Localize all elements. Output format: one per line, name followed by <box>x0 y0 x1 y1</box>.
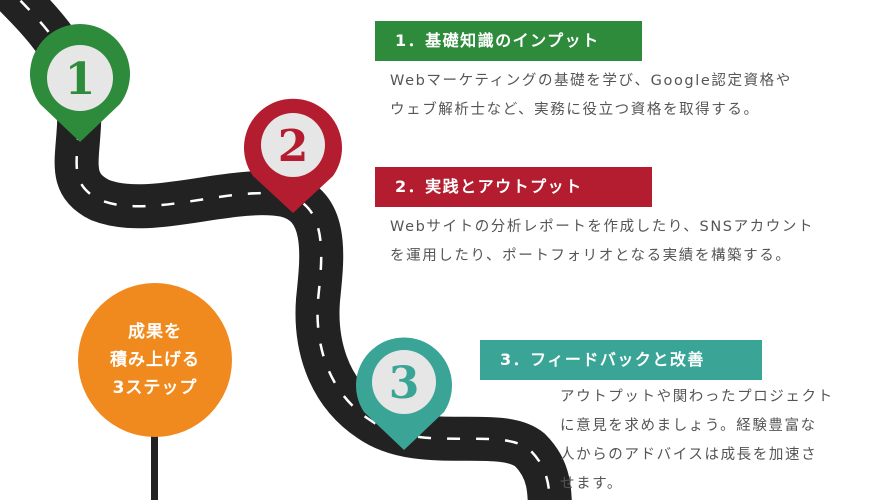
pin-1: 1 <box>29 23 131 143</box>
goal-sign-post <box>151 420 158 500</box>
goal-sign: 成果を 積み上げる 3ステップ <box>78 283 232 437</box>
step-1-title: 1．基礎知識のインプット <box>375 21 642 61</box>
step-2-description: Webサイトの分析レポートを作成したり、SNSアカウント を運用したり、ポートフ… <box>390 219 815 264</box>
goal-sign-text: 成果を 積み上げる 3ステップ <box>110 322 200 398</box>
pin-2: 2 <box>244 98 342 213</box>
step-3-description: アウトプットや関わったプロジェクト に意見を求めましょう。経験豊富な 人からのア… <box>560 389 834 492</box>
pin-2-number: 2 <box>278 121 309 172</box>
road-center-line <box>0 0 550 500</box>
pin-3: 3 <box>356 337 453 450</box>
pin-1-number: 1 <box>65 54 96 105</box>
pin-2-inner <box>261 113 325 177</box>
pin-3-number: 3 <box>389 358 420 409</box>
step-2-title: 2．実践とアウトプット <box>375 167 652 207</box>
pin-1-inner <box>47 45 113 111</box>
step-3-title: 3．フィードバックと改善 <box>480 340 762 380</box>
pin-3-inner <box>372 350 436 414</box>
step-1-description: Webマーケティングの基礎を学び、Google認定資格や ウェブ解析士など、実務… <box>390 73 792 118</box>
